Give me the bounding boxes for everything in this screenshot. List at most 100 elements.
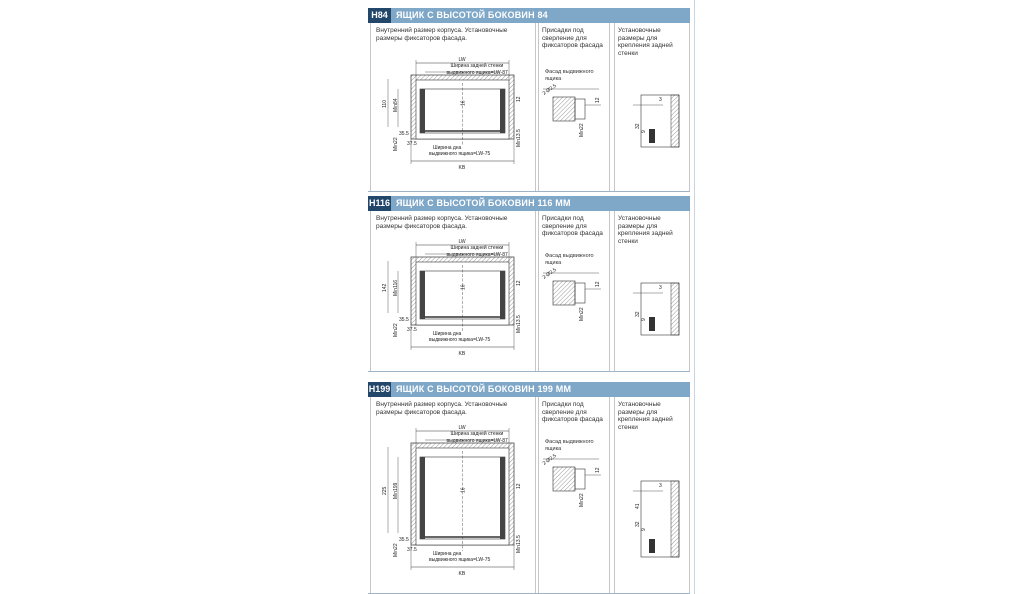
back-mount-panel: Установочные размеры для крепления задне…	[614, 211, 690, 371]
dim-16-label: 16	[461, 487, 467, 493]
facade-section	[552, 466, 576, 492]
dim-3-label: 3	[659, 285, 662, 291]
mount-clip	[649, 317, 655, 331]
dim-3-label: 3	[659, 483, 662, 489]
runner-right	[500, 89, 505, 133]
overall-height-label: 142	[382, 283, 388, 292]
drilling-panel: Присадки под сверление для фиксаторов фа…	[538, 211, 610, 371]
dim-35-5-label: 35.5	[399, 537, 409, 543]
section-tag: H116	[368, 196, 391, 211]
drilling-panel: Присадки под сверление для фиксаторов фа…	[538, 23, 610, 191]
drilling-caption: Присадки под сверление для фиксаторов фа…	[542, 401, 603, 423]
lw-label: LW	[459, 239, 466, 245]
hole-diameter-label: 2-Ø2,5	[542, 83, 558, 97]
dim-12-label: 12	[595, 281, 601, 287]
runner-left	[420, 457, 425, 539]
dim-9-label: 9	[641, 130, 647, 133]
section-header: H116 ЯЩИК С ВЫСОТОЙ БОКОВИН 116 ММ	[368, 196, 690, 211]
overall-height-label: 225	[382, 486, 388, 495]
section-tag: H84	[368, 8, 391, 23]
dim-37-5-label: 37.5	[407, 327, 417, 333]
dim-9-label: 9	[641, 318, 647, 321]
inner-size-panel: Внутренний размер корпуса. Установочные …	[370, 397, 536, 593]
runner-left	[420, 89, 425, 133]
kb-label: KB	[459, 571, 466, 577]
bottom-width-formula: выдвижного ящика=LW-75	[429, 337, 490, 343]
back-mount-caption: Установочные размеры для крепления задне…	[618, 215, 673, 245]
dim-12-label: 12	[516, 96, 522, 102]
back-width-label: Ширина задней стенки	[451, 62, 504, 69]
lw-label: LW	[459, 57, 466, 63]
fixator-body	[574, 468, 586, 490]
dim-16-label: 16	[461, 100, 467, 106]
runner-right	[500, 457, 505, 539]
back-wall-section	[670, 94, 680, 148]
dim-9-label: 9	[641, 528, 647, 531]
section-header: H199 ЯЩИК С ВЫСОТОЙ БОКОВИН 199 ММ	[368, 382, 690, 397]
back-width-formula: выдвижного ящика=LW-87	[447, 438, 508, 444]
dim-37-5-label: 37.5	[407, 141, 417, 147]
dim-3-label: 3	[659, 97, 662, 103]
inner-size-caption: Внутренний размер корпуса. Установочные …	[376, 401, 508, 416]
dim-35-5-label: 35.5	[399, 131, 409, 137]
facade-label: Фасад выдвижного ящика	[545, 69, 594, 82]
back-mount-panel: Установочные размеры для крепления задне…	[614, 23, 690, 191]
mount-clip	[649, 129, 655, 143]
page-divider-line	[694, 0, 695, 594]
runner-right	[500, 271, 505, 319]
inner-size-panel: Внутренний размер корпуса. Установочные …	[370, 211, 536, 371]
min13-5-label: Min13.5	[516, 315, 522, 333]
bottom-width-label: Ширина дна	[433, 331, 462, 337]
mount-clip	[649, 539, 655, 553]
min13-5-label: Min13.5	[516, 129, 522, 147]
back-mount-drawing: 32 3 9	[633, 94, 680, 148]
inner-size-caption: Внутренний размер корпуса. Установочные …	[376, 27, 508, 42]
dim-32-label: 32	[635, 123, 641, 129]
section-title: ЯЩИК С ВЫСОТОЙ БОКОВИН 84	[396, 10, 548, 20]
hole-diameter-label: 2-Ø2,5	[542, 267, 558, 281]
lw-label: LW	[459, 425, 466, 431]
hole-diameter-label: 2-Ø2,5	[542, 453, 558, 467]
bottom-width-formula: выдвижного ящика=LW-75	[429, 557, 490, 563]
dim-16-label: 16	[461, 284, 467, 290]
inner-size-panel: Внутренний размер корпуса. Установочные …	[370, 23, 536, 191]
min-height-label: Min199	[393, 482, 399, 499]
overall-height-label: 110	[382, 100, 388, 108]
facade-section	[552, 280, 576, 306]
min22-label: Min22	[393, 323, 399, 337]
dim-37-5-label: 37.5	[407, 547, 417, 553]
dim-32-label: 32	[635, 311, 641, 317]
back-mount-caption: Установочные размеры для крепления задне…	[618, 27, 673, 57]
section-title: ЯЩИК С ВЫСОТОЙ БОКОВИН 199 ММ	[396, 384, 572, 394]
drilling-caption: Присадки под сверление для фиксаторов фа…	[542, 27, 603, 49]
back-wall-section	[670, 480, 680, 558]
min-height-label: Min116	[393, 280, 399, 296]
back-width-formula: выдвижного ящика=LW-87	[447, 252, 508, 258]
min-height-label: Min84	[393, 98, 399, 112]
kb-label: KB	[459, 351, 466, 357]
min22-label: Min22	[579, 307, 585, 321]
bottom-width-label: Ширина дна	[433, 551, 462, 557]
bottom-width-formula: выдвижного ящика=LW-75	[429, 151, 490, 157]
facade-label: Фасад выдвижного ящика	[545, 439, 594, 452]
back-wall-section	[670, 282, 680, 336]
min22-label: Min22	[579, 123, 585, 137]
back-width-formula: выдвижного ящика=LW-87	[447, 70, 508, 76]
dim-12-label: 12	[595, 97, 601, 103]
dim-35-5-label: 35.5	[399, 317, 409, 323]
dim-12-label: 12	[595, 467, 601, 473]
section-title: ЯЩИК С ВЫСОТОЙ БОКОВИН 116 ММ	[396, 198, 571, 208]
section-header: H84 ЯЩИК С ВЫСОТОЙ БОКОВИН 84	[368, 8, 690, 23]
min22-label: Min22	[393, 137, 399, 151]
section-body: Внутренний размер корпуса. Установочные …	[368, 23, 690, 192]
min22-label: Min22	[393, 543, 399, 557]
facade-label: Фасад выдвижного ящика	[545, 253, 594, 266]
kb-label: KB	[459, 165, 466, 171]
runner-left	[420, 271, 425, 319]
